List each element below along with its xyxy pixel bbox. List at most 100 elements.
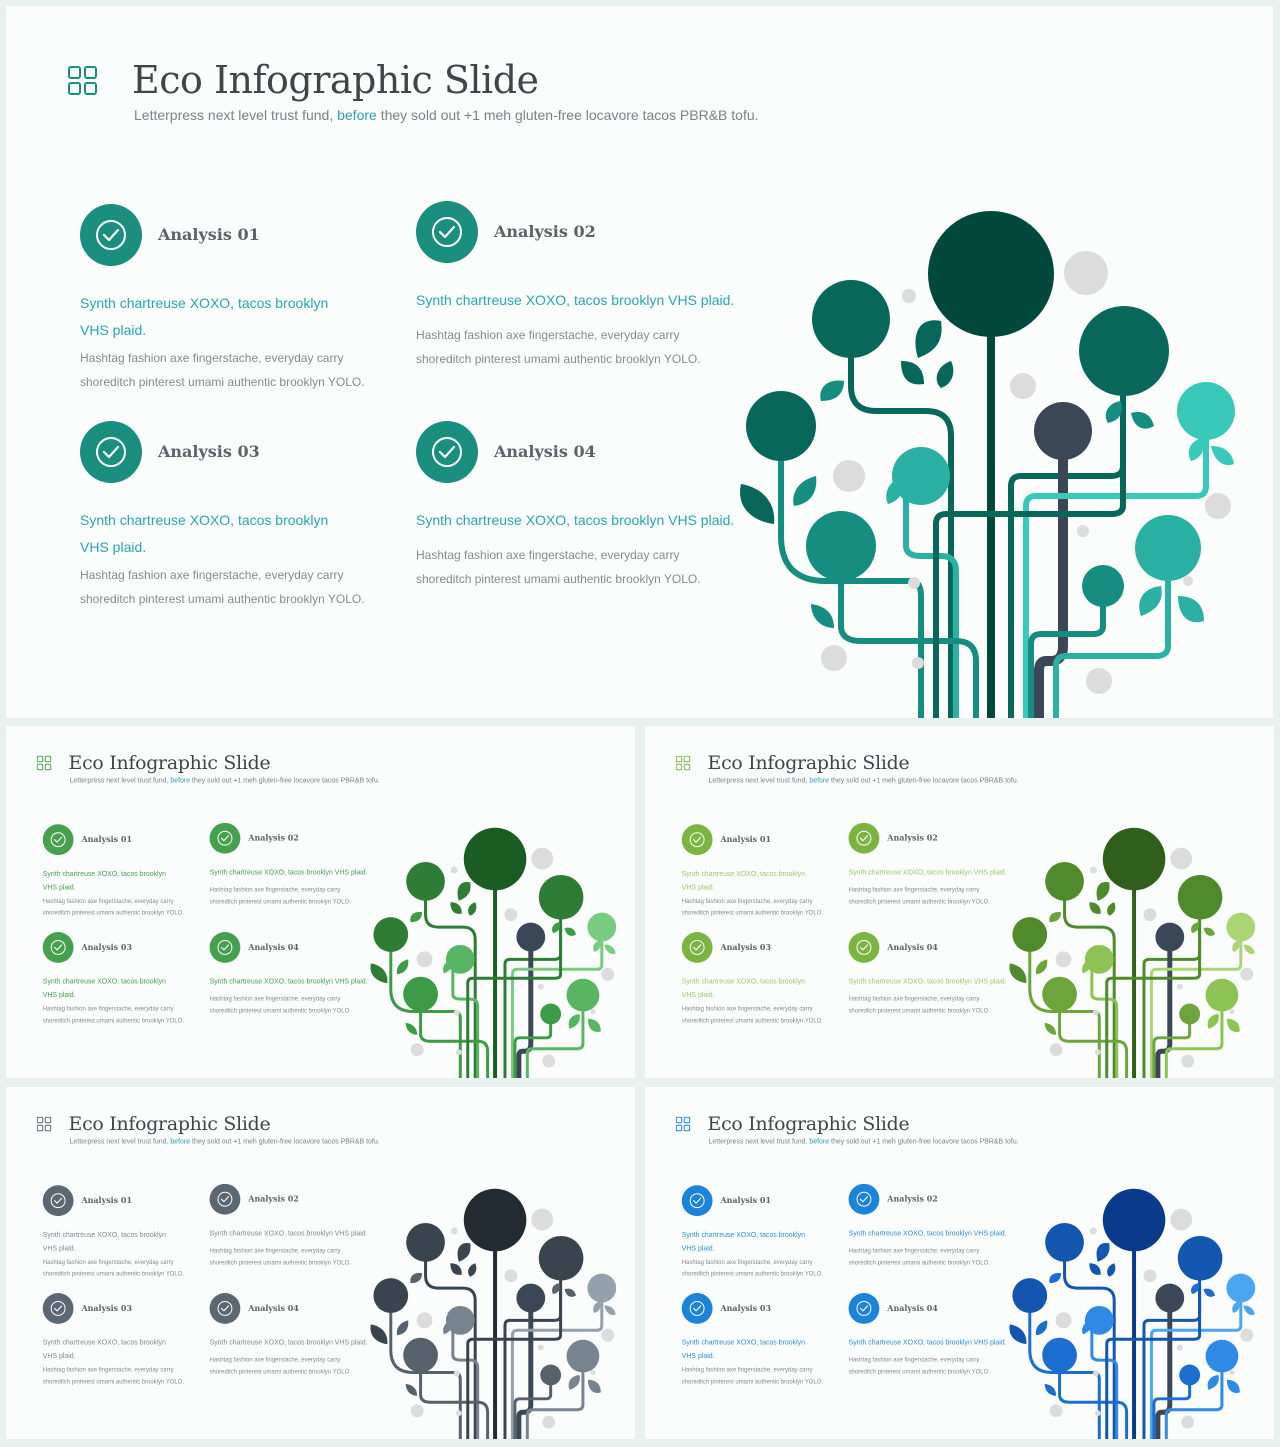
slide-title: Eco Infographic Slide: [707, 1112, 910, 1135]
analysis-body: Hashtag fashion axe fingerstache, everyd…: [209, 1246, 351, 1266]
subtitle-text: Letterpress next level trust fund,: [708, 776, 810, 785]
analysis-body: Hashtag fashion axe fingerstache, everyd…: [681, 1258, 824, 1278]
check-badge: [80, 421, 142, 483]
analysis-body: Hashtag fashion axe fingerstache, everyd…: [848, 995, 990, 1014]
check-badge: [209, 932, 241, 963]
subtitle-text: Letterpress next level trust fund,: [69, 776, 171, 785]
check-circle-icon: [50, 939, 66, 955]
check-badge: [209, 1293, 241, 1324]
analysis-title: Analysis 03: [81, 942, 132, 952]
check-badge: [209, 1183, 241, 1215]
check-badge: [848, 1293, 880, 1324]
thumbnail-slate[interactable]: Eco Infographic Slide Letterpress next l…: [6, 1087, 635, 1439]
analysis-body: Hashtag fashion axe fingerstache, everyd…: [848, 1356, 990, 1375]
grid-icon: [36, 755, 52, 771]
analysis-lead: Synth chartreuse XOXO, tacos brooklyn VH…: [80, 295, 329, 338]
analysis-body: Hashtag fashion axe fingerstache, everyd…: [80, 351, 365, 389]
check-circle-icon: [689, 1193, 705, 1209]
analysis-lead: Synth chartreuse XOXO, tacos brooklyn VH…: [848, 1338, 1007, 1347]
check-badge: [681, 1293, 713, 1324]
check-circle-icon: [217, 1191, 233, 1207]
analysis-lead: Synth chartreuse XOXO, tacos brooklyn VH…: [42, 869, 166, 891]
tree-illustration: [1009, 1188, 1256, 1439]
check-badge: [209, 822, 241, 854]
subtitle-text: they sold out +1 meh gluten-free locavor…: [376, 107, 759, 123]
subtitle-highlight: before: [170, 776, 191, 785]
analysis-title: Analysis 02: [248, 833, 299, 843]
tree-illustration: [370, 827, 617, 1078]
thumbnail-green[interactable]: Eco Infographic Slide Letterpress next l…: [6, 726, 635, 1078]
slide-subtitle: Letterpress next level trust fund, befor…: [709, 776, 1019, 784]
analysis-body: Hashtag fashion axe fingerstache, everyd…: [209, 885, 351, 905]
slide-subtitle: Letterpress next level trust fund, befor…: [134, 107, 759, 123]
slide-inner: Eco Infographic Slide Letterpress next l…: [6, 6, 1273, 718]
subtitle-text: Letterpress next level trust fund,: [134, 107, 338, 123]
analysis-lead: Synth chartreuse XOXO, tacos brooklyn VH…: [42, 977, 166, 999]
check-badge: [42, 932, 74, 963]
check-circle-icon: [96, 220, 126, 250]
slide-inner: Eco Infographic Slide Letterpress next l…: [645, 1087, 1274, 1439]
analysis-title: Analysis 03: [158, 442, 260, 461]
check-circle-icon: [432, 217, 462, 247]
slide-title: Eco Infographic Slide: [132, 58, 539, 102]
subtitle-text: they sold out +1 meh gluten-free locavor…: [190, 776, 380, 785]
analysis-body: Hashtag fashion axe fingerstache, everyd…: [209, 1356, 351, 1375]
subtitle-text: Letterpress next level trust fund,: [708, 1137, 810, 1146]
analysis-title: Analysis 02: [887, 1194, 938, 1204]
analysis-body: Hashtag fashion axe fingerstache, everyd…: [416, 548, 701, 586]
check-badge: [848, 1183, 880, 1215]
check-circle-icon: [96, 437, 126, 467]
analysis-lead: Synth chartreuse XOXO, tacos brooklyn VH…: [209, 977, 368, 986]
check-badge: [42, 1293, 74, 1324]
analysis-body: Hashtag fashion axe fingerstache, everyd…: [681, 1366, 824, 1385]
tree-illustration: [370, 1188, 617, 1439]
check-circle-icon: [856, 1300, 872, 1316]
analysis-lead: Synth chartreuse XOXO, tacos brooklyn VH…: [681, 1338, 805, 1360]
check-badge: [848, 822, 880, 854]
subtitle-text: they sold out +1 meh gluten-free locavor…: [829, 776, 1019, 785]
analysis-lead: Synth chartreuse XOXO, tacos brooklyn VH…: [416, 512, 735, 528]
analysis-title: Analysis 04: [494, 442, 596, 461]
analysis-title: Analysis 03: [720, 942, 771, 952]
check-circle-icon: [50, 1300, 66, 1316]
check-circle-icon: [217, 939, 233, 955]
analysis-lead: Synth chartreuse XOXO, tacos brooklyn VH…: [209, 1228, 368, 1237]
slide-title: Eco Infographic Slide: [68, 751, 271, 774]
grid-icon: [68, 66, 97, 95]
analysis-title: Analysis 03: [81, 1303, 132, 1313]
subtitle-text: they sold out +1 meh gluten-free locavor…: [829, 1137, 1019, 1146]
analysis-lead: Synth chartreuse XOXO, tacos brooklyn VH…: [80, 512, 329, 555]
thumbnail-lime[interactable]: Eco Infographic Slide Letterpress next l…: [645, 726, 1274, 1078]
analysis-title: Analysis 04: [248, 942, 299, 952]
subtitle-highlight: before: [170, 1137, 191, 1146]
check-circle-icon: [50, 1193, 66, 1209]
subtitle-highlight: before: [809, 1137, 830, 1146]
check-circle-icon: [217, 1300, 233, 1316]
slide-subtitle: Letterpress next level trust fund, befor…: [709, 1137, 1019, 1145]
analysis-lead: Synth chartreuse XOXO, tacos brooklyn VH…: [848, 1228, 1007, 1237]
analysis-title: Analysis 04: [887, 942, 938, 952]
analysis-body: Hashtag fashion axe fingerstache, everyd…: [209, 995, 351, 1014]
slide-subtitle: Letterpress next level trust fund, befor…: [70, 1137, 380, 1145]
slide-inner: Eco Infographic Slide Letterpress next l…: [645, 726, 1274, 1078]
check-circle-icon: [689, 832, 705, 848]
analysis-lead: Synth chartreuse XOXO, tacos brooklyn VH…: [848, 867, 1007, 876]
analysis-lead: Synth chartreuse XOXO, tacos brooklyn VH…: [681, 1230, 805, 1252]
check-circle-icon: [217, 830, 233, 846]
analysis-title: Analysis 01: [720, 1195, 771, 1206]
slide-inner: Eco Infographic Slide Letterpress next l…: [6, 1087, 635, 1439]
analysis-lead: Synth chartreuse XOXO, tacos brooklyn VH…: [42, 1230, 166, 1252]
analysis-lead: Synth chartreuse XOXO, tacos brooklyn VH…: [209, 1338, 368, 1347]
check-badge: [42, 1185, 74, 1217]
analysis-title: Analysis 04: [887, 1303, 938, 1313]
analysis-title: Analysis 02: [494, 222, 596, 241]
grid-icon: [36, 1116, 52, 1132]
check-badge: [681, 932, 713, 963]
subtitle-highlight: before: [337, 107, 377, 123]
thumbnail-blue[interactable]: Eco Infographic Slide Letterpress next l…: [645, 1087, 1274, 1439]
slide-title: Eco Infographic Slide: [707, 751, 910, 774]
tree-illustration: [740, 211, 1235, 718]
analysis-title: Analysis 02: [248, 1194, 299, 1204]
analysis-title: Analysis 03: [720, 1303, 771, 1313]
tree-illustration: [1009, 827, 1256, 1078]
